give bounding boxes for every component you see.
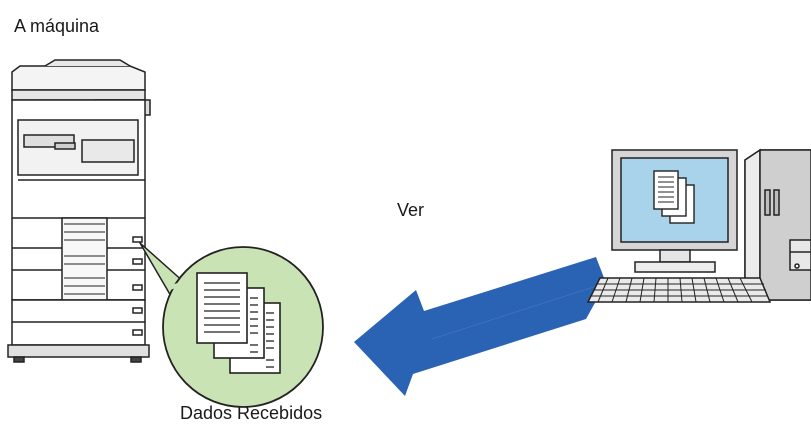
arrow-left-icon [354, 257, 606, 396]
desktop-computer-icon [586, 148, 811, 303]
screen-documents-icon [653, 170, 695, 224]
documents-stack-icon [196, 272, 281, 374]
received-data-label: Dados Recebidos [180, 403, 323, 423]
action-label: Ver [397, 200, 425, 220]
multifunction-printer-icon [7, 59, 151, 363]
machine-label: A máquina [14, 16, 100, 36]
